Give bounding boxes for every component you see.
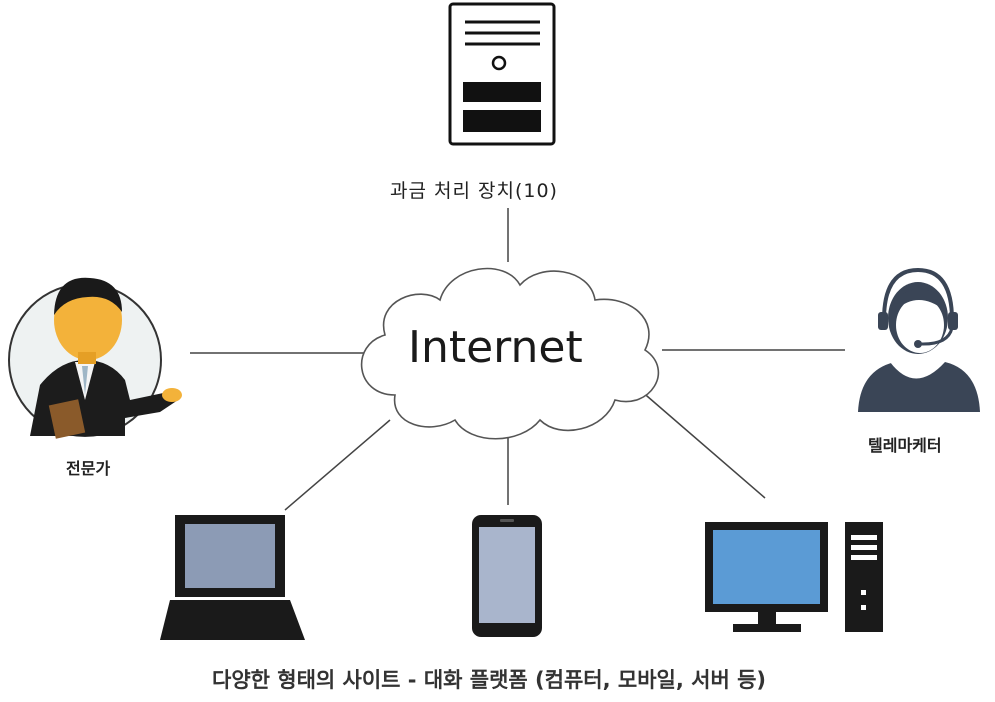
expert-person-icon: [8, 277, 182, 439]
smartphone-icon: [472, 515, 542, 637]
server-label: 과금 처리 장치(10): [390, 180, 558, 202]
server-icon: [448, 2, 556, 146]
laptop-icon: [160, 515, 305, 640]
devices-caption: 다양한 형태의 사이트 - 대화 플랫폼 (컴퓨터, 모바일, 서버 등): [212, 668, 767, 692]
internet-cloud-icon: [360, 267, 659, 440]
headset-operator-icon: [858, 267, 980, 412]
telemarketer-label: 텔레마케터: [868, 436, 942, 455]
connector-desktop: [639, 389, 766, 499]
internet-label: Internet: [408, 322, 583, 373]
desktop-computer-icon: [705, 522, 883, 632]
connector-laptop: [284, 419, 391, 511]
expert-label: 전문가: [66, 459, 111, 478]
